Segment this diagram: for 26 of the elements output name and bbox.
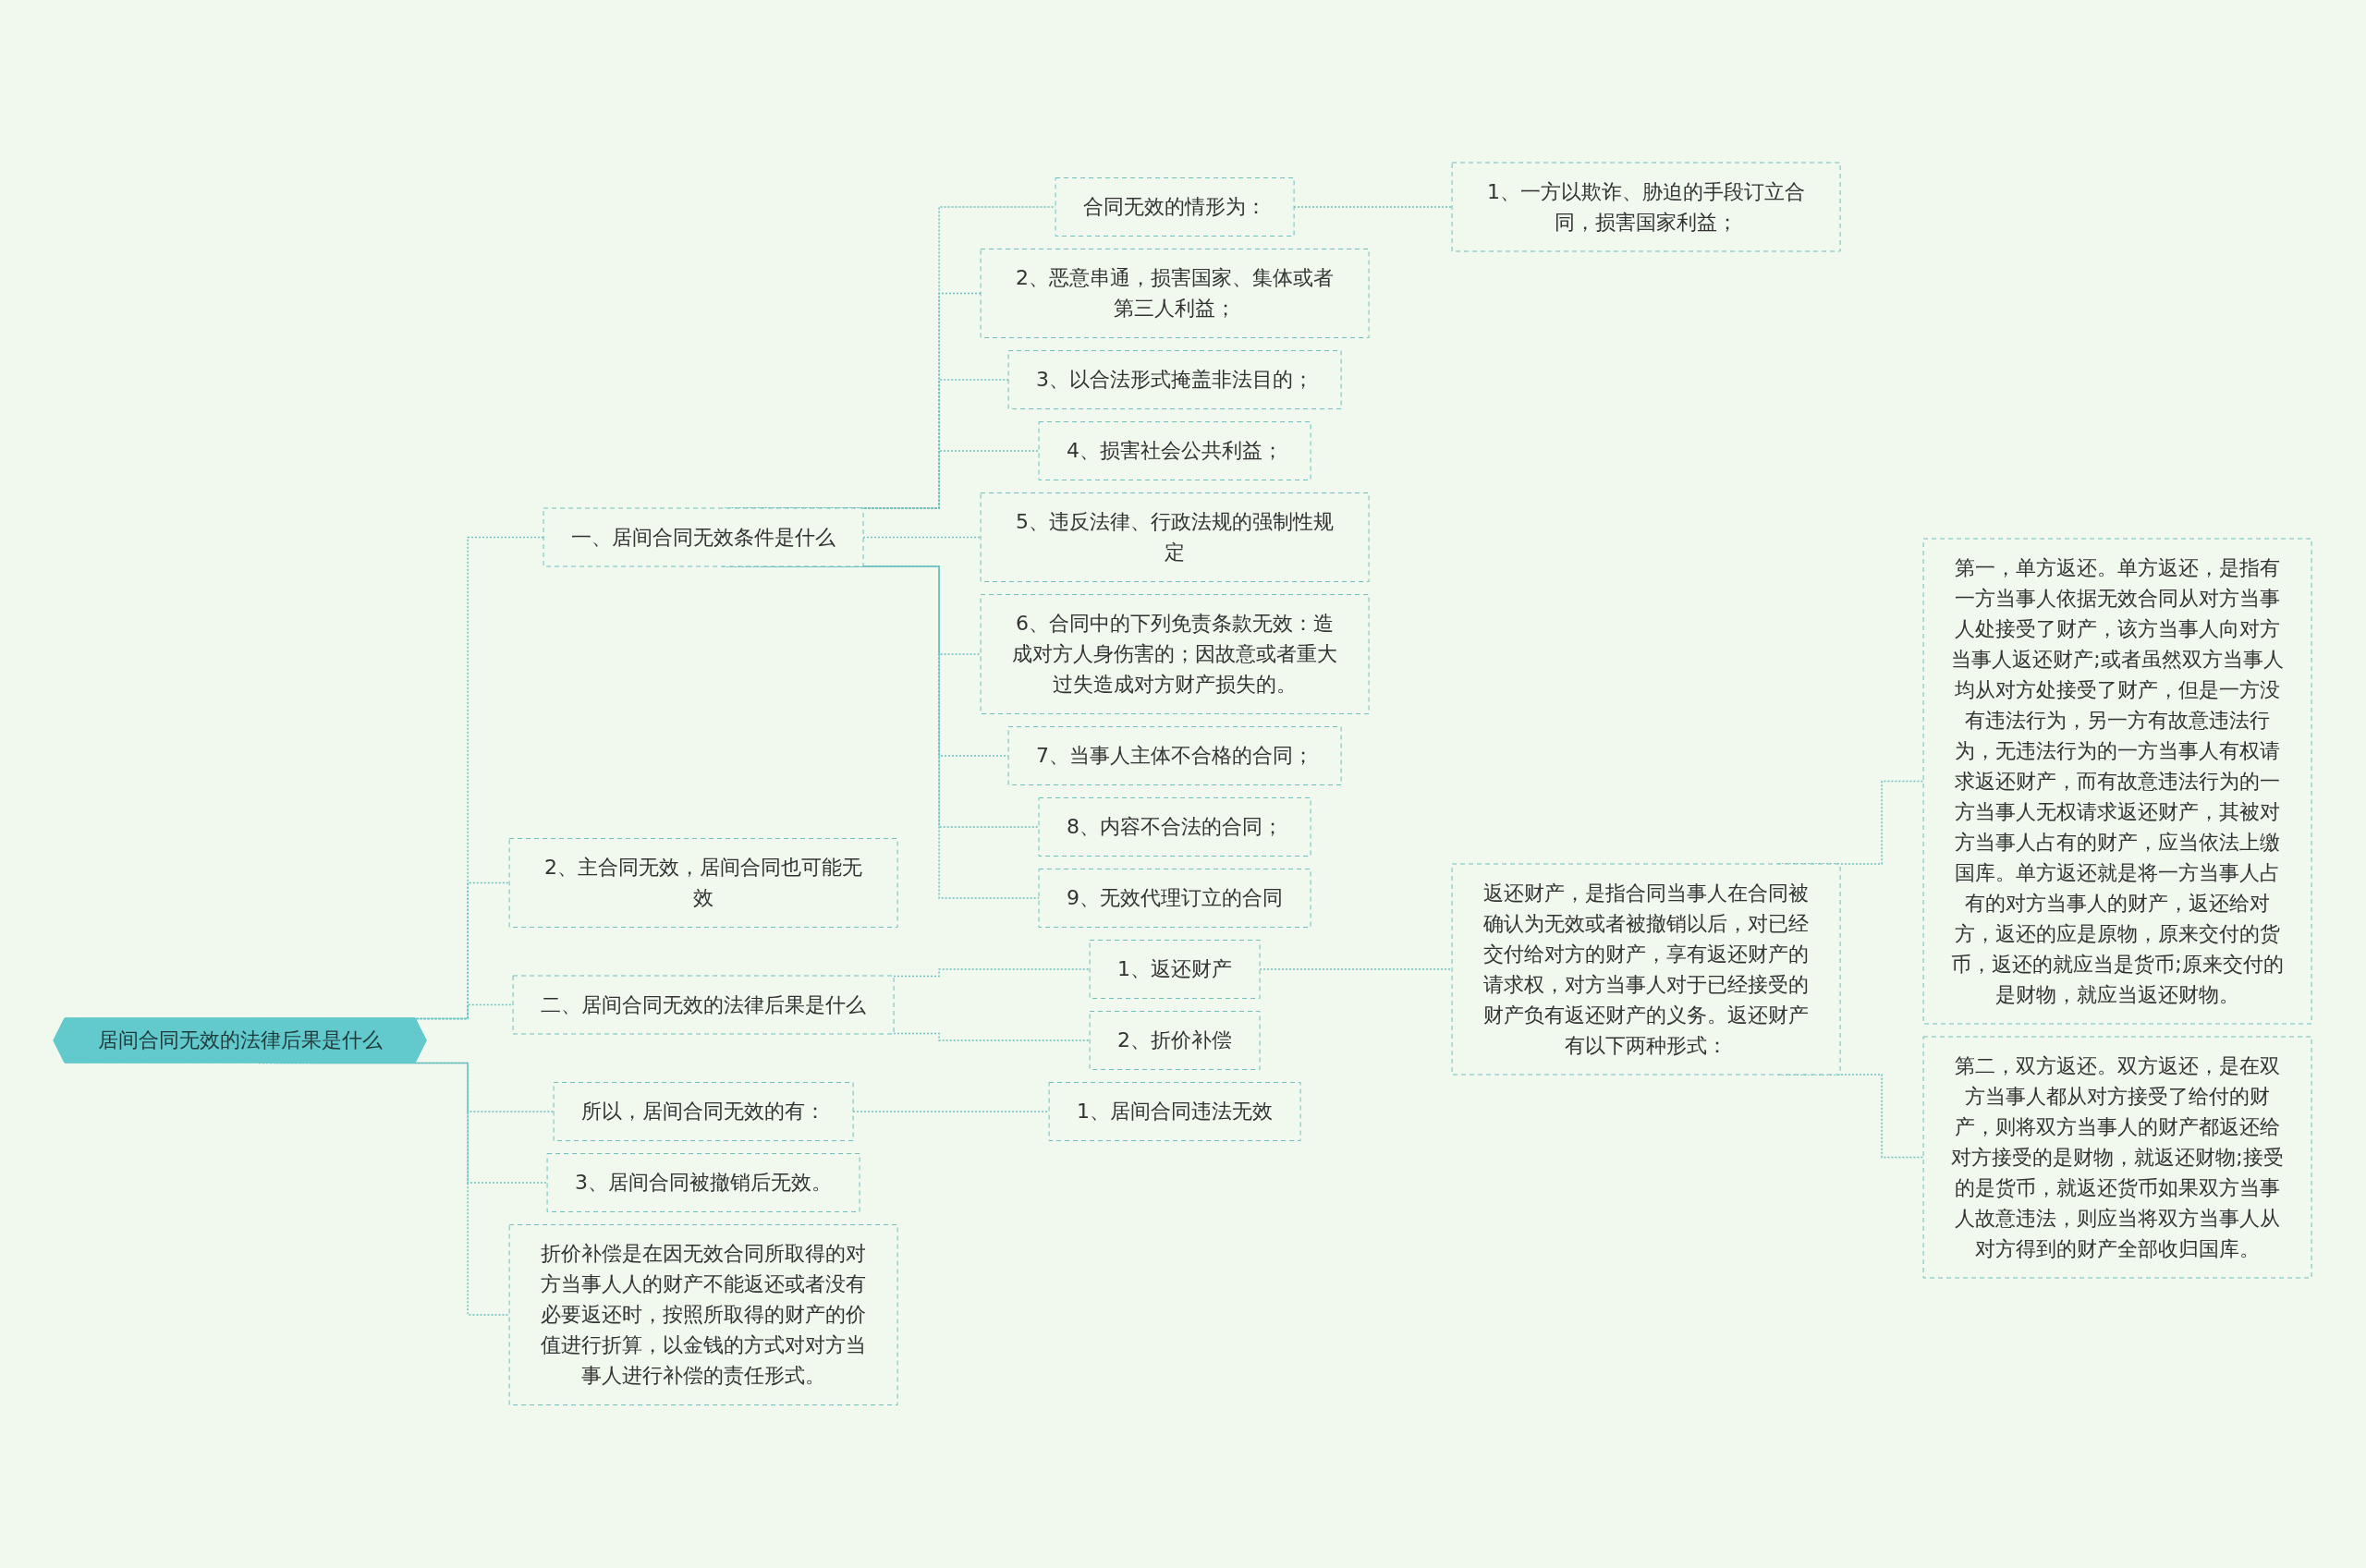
node-box: 1、一方以欺诈、胁迫的手段订立合同，损害国家利益； <box>1452 162 1842 252</box>
node-box: 8、内容不合法的合同； <box>1039 797 1312 857</box>
node-box: 返还财产，是指合同当事人在合同被确认为无效或者被撤销以后，对已经交付给对方的财产，享有返还财产的请求权，对方当事人对于已经接受的财产负有返还财产的义务。返还财产有以下两种形式： <box>1452 863 1842 1076</box>
node-box: 折价补偿是在因无效合同所取得的对方当事人人的财产不能返还或者没有必要返还时，按照所取得的财产的价值进行折算，以金钱的方式对对方当事人进行补偿的责任形式。 <box>509 1224 899 1406</box>
node-box: 所以，居间合同无效的有： <box>554 1082 855 1142</box>
node-box: 合同无效的情形为： <box>1055 177 1296 237</box>
node-box: 2、折价补偿 <box>1090 1011 1262 1071</box>
node-box: 二、居间合同无效的法律后果是什么 <box>513 975 896 1035</box>
node-box: 2、恶意串通，损害国家、集体或者第三人利益； <box>981 249 1371 339</box>
node-box: 7、当事人主体不合格的合同； <box>1008 726 1343 786</box>
node-box: 3、居间合同被撤销后无效。 <box>547 1153 861 1213</box>
node-box: 第一，单方返还。单方返还，是指有一方当事人依据无效合同从对方当事人处接受了财产，该方当事人向对方当事人返还财产;或者虽然双方当事人均从对方处接受了财产，但是一方没有违法行为，另一方有故意违法行为，无违法行为的一方当事人有权请求返还财产，而有故意违法行为的一方当事人无权请求返还财产，其被对方当事人占有的财产，应当依法上缴国库。单方返还就是将一方当事人占有的对方当事人的财产，返还给对方，返还的应是原物，原来交付的货币，返还的就应当是货币;原来交付的是财物，就应当返还财物。 <box>1923 538 2312 1025</box>
connector <box>893 968 1092 978</box>
node-box: 一、居间合同无效条件是什么 <box>543 507 865 567</box>
node-box: 1、返还财产 <box>1090 940 1262 1000</box>
connector <box>893 1033 1092 1041</box>
node-box: 4、损害社会公共利益； <box>1039 421 1312 481</box>
node-box: 3、以合法形式掩盖非法目的； <box>1008 350 1343 410</box>
node-box: 第二，双方返还。双方返还，是在双方当事人都从对方接受了给付的财产，则将双方当事人的财产都返还给对方接受的是财物，就返还财物;接受的是货币，就返还货币如果双方当事人故意违法，则应当将双方当事人从对方得到的财产全部收归国库。 <box>1923 1036 2312 1279</box>
node-box: 6、合同中的下列免责条款无效：造成对方人身伤害的；因故意或者重大过失造成对方财产损失的。 <box>981 594 1371 715</box>
node-box: 1、居间合同违法无效 <box>1049 1082 1302 1142</box>
node-box: 5、违反法律、行政法规的强制性规定 <box>981 492 1371 583</box>
node-box: 2、主合同无效，居间合同也可能无效 <box>509 838 899 929</box>
connector <box>862 537 982 539</box>
node-box: 9、无效代理订立的合同 <box>1039 869 1312 929</box>
connector <box>1293 206 1454 208</box>
